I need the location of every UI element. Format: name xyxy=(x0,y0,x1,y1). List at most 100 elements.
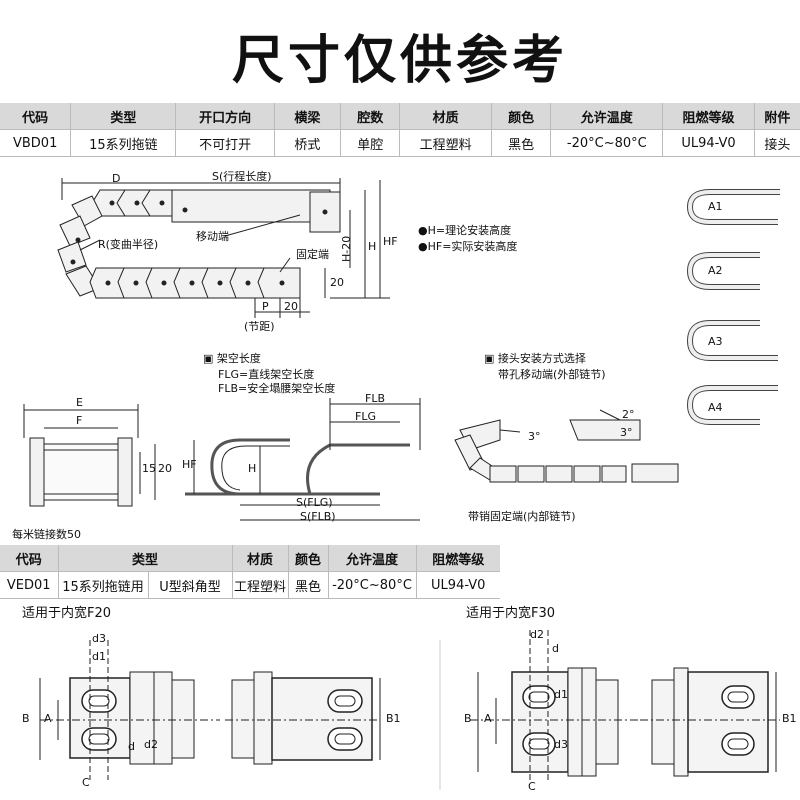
connector-fixed-label: 带销固定端(内部链节) xyxy=(468,510,576,523)
dim-label-p: P xyxy=(262,300,269,313)
variant-label-a1: A1 xyxy=(708,200,723,213)
span-flg-desc: FLG=直线架空长度 xyxy=(218,368,315,381)
f30-d2: d2 xyxy=(530,628,544,641)
table-header-cell: 横梁 xyxy=(274,103,342,130)
variant-a4-drawing xyxy=(686,385,778,425)
table-cell: -20°C~80°C xyxy=(328,571,417,599)
table-header-cell: 代码 xyxy=(0,545,59,572)
table-header-cell: 材质 xyxy=(399,103,492,130)
table-header-cell: 材质 xyxy=(232,545,289,572)
angle-label-2: 2° xyxy=(622,408,635,421)
dim-label-hf: HF xyxy=(383,235,398,248)
table-cell: 单腔 xyxy=(340,129,401,157)
table-header-cell: 颜色 xyxy=(491,103,552,130)
table-header-cell: 代码 xyxy=(0,103,72,130)
dim-label-20: 20 xyxy=(158,462,172,475)
f20-c: C xyxy=(82,776,90,789)
f20-d3: d3 xyxy=(92,632,106,645)
dim-label-20-horizontal: 20 xyxy=(284,300,298,313)
dim-label-f: F xyxy=(76,414,83,427)
connector-diagram xyxy=(454,409,679,483)
page-title: 尺寸仅供参考 xyxy=(231,31,568,91)
dim-label-20-vertical: 20 xyxy=(330,276,344,289)
table-cell: 工程塑料 xyxy=(232,571,289,599)
f30-a: A xyxy=(484,712,492,725)
table-cell: 黑色 xyxy=(288,571,329,599)
table-row: VBD01 15系列拖链 不可打开 桥式 单腔 工程塑料 黑色 -20°C~80… xyxy=(0,129,800,157)
f30-b: B xyxy=(464,712,472,725)
variant-label-a3: A3 xyxy=(708,335,723,348)
table-cell: 接头 xyxy=(754,129,800,157)
table-header-cell: 允许温度 xyxy=(550,103,664,130)
table-cell: VBD01 xyxy=(0,129,72,157)
table-header-cell: 阻燃等级 xyxy=(416,545,500,572)
variant-a2-drawing xyxy=(686,252,760,290)
dim-label-s: S(行程长度) xyxy=(212,170,272,183)
dim-label-d: D xyxy=(112,172,121,185)
chain-side-view xyxy=(57,178,390,318)
spec-table-vbd01: 代码 类型 开口方向 横梁 腔数 材质 颜色 允许温度 阻燃等级 附件 VBD0… xyxy=(0,103,800,157)
table-header-cell: 开口方向 xyxy=(175,103,275,130)
dim-label-15: 15 xyxy=(142,462,156,475)
f20-right-drawing xyxy=(225,671,381,765)
span-label-flg: FLG xyxy=(355,410,376,423)
span-label-hf: HF xyxy=(182,458,197,471)
f20-d1: d1 xyxy=(92,650,106,663)
table-cell: VED01 xyxy=(0,571,59,599)
cross-section-view xyxy=(23,404,156,507)
span-flb-desc: FLB=安全塌腰架空长度 xyxy=(218,382,336,395)
table-header-row: 代码 类型 材质 颜色 允许温度 阻燃等级 xyxy=(0,545,500,572)
dim-label-h: H xyxy=(368,240,377,253)
f20-d: d xyxy=(128,740,135,753)
f30-c: C xyxy=(528,780,536,793)
table-cell: 不可打开 xyxy=(175,129,275,157)
f30-d1: d1 xyxy=(554,688,568,701)
f20-b1: B1 xyxy=(386,712,401,725)
variant-a3-drawing xyxy=(686,320,778,361)
span-diagram xyxy=(185,398,421,521)
f30-title: 适用于内宽F30 xyxy=(466,606,556,621)
f20-left-drawing xyxy=(39,640,220,780)
angle-label-3a: 3° xyxy=(528,430,541,443)
span-label-h: H xyxy=(248,462,257,475)
pitch-label: (节距) xyxy=(244,320,275,333)
table-header-cell: 腔数 xyxy=(340,103,401,130)
f30-b1: B1 xyxy=(782,712,797,725)
legend-h: ●H=理论安装高度 xyxy=(418,224,512,237)
connector-moving-label: 带孔移动端(外部链节) xyxy=(498,368,606,381)
f30-right-drawing xyxy=(640,667,780,777)
table-cell: U型斜角型 xyxy=(148,571,233,599)
table-header-cell: 类型 xyxy=(58,545,233,572)
table-header-cell: 允许温度 xyxy=(328,545,417,572)
fixed-end-label: 固定端 xyxy=(296,248,329,261)
f20-a: A xyxy=(44,712,52,725)
f30-d: d xyxy=(552,642,559,655)
legend-hf: ●HF=实际安装高度 xyxy=(418,240,518,253)
variant-label-a2: A2 xyxy=(708,264,723,277)
table-cell: UL94-V0 xyxy=(416,571,500,599)
moving-end-label: 移动端 xyxy=(196,230,229,243)
table-cell: 15系列拖链用 xyxy=(58,571,149,599)
table-row: VED01 15系列拖链用 U型斜角型 工程塑料 黑色 -20°C~80°C U… xyxy=(0,571,500,599)
table-header-cell: 颜色 xyxy=(288,545,329,572)
variant-a1-drawing xyxy=(686,189,780,225)
table-header-row: 代码 类型 开口方向 横梁 腔数 材质 颜色 允许温度 阻燃等级 附件 xyxy=(0,103,800,130)
table-cell: 15系列拖链 xyxy=(70,129,177,157)
per-meter-label: 每米链接数50 xyxy=(12,528,81,541)
table-cell: 桥式 xyxy=(274,129,342,157)
f30-d3: d3 xyxy=(554,738,568,751)
table-cell: -20°C~80°C xyxy=(550,129,664,157)
f20-title: 适用于内宽F20 xyxy=(22,606,112,621)
variant-label-a4: A4 xyxy=(708,401,723,414)
connector-title: ▣ 接头安装方式选择 xyxy=(484,352,586,365)
dim-label-h20: H-20 xyxy=(340,235,353,262)
table-header-cell: 阻燃等级 xyxy=(662,103,755,130)
span-label-flb: FLB xyxy=(365,392,386,405)
bend-radius-label: R(变曲半径) xyxy=(98,238,159,251)
f30-left-drawing xyxy=(470,630,640,780)
span-title: ▣ 架空长度 xyxy=(203,352,261,365)
f20-b: B xyxy=(22,712,30,725)
dim-label-e: E xyxy=(76,396,83,409)
spec-table-ved01: 代码 类型 材质 颜色 允许温度 阻燃等级 VED01 15系列拖链用 U型斜角… xyxy=(0,545,500,599)
